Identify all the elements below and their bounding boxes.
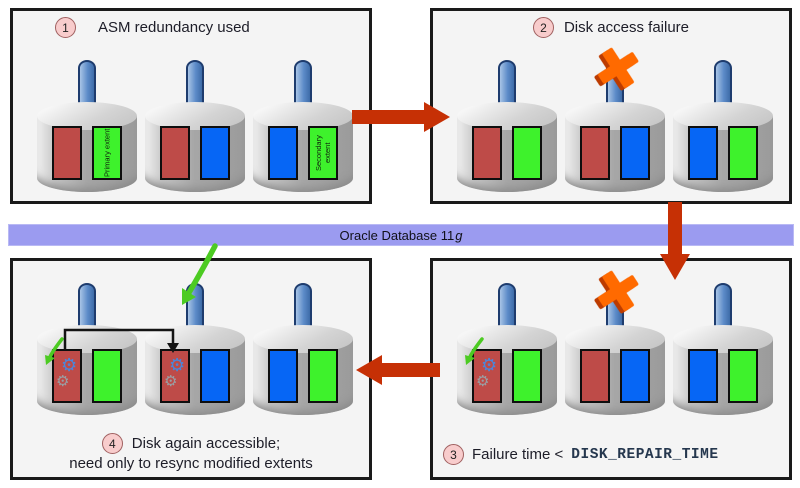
flow-arrow-2-to-3: [660, 202, 690, 280]
step-2-badge: 2: [532, 17, 554, 38]
extent-row: [457, 126, 557, 180]
panel-1-title: ASM redundancy used: [98, 19, 250, 36]
banner-label: Oracle Database 11: [339, 227, 455, 243]
panel-2-title: Disk access failure: [563, 19, 690, 36]
disk-row: [433, 11, 789, 201]
disk-cylinder: [673, 283, 773, 423]
disk-cylinder: Secondary extent: [253, 60, 353, 200]
disk-cylinder: ⚙⚙: [145, 283, 245, 423]
panel-4-caption-line2: need only to resync modified extents: [69, 455, 313, 472]
disk-cylinder: [565, 270, 665, 423]
step-4-badge: 4: [101, 433, 123, 454]
disk-cylinder: ⚙⚙: [37, 283, 137, 423]
disk-top-face: [565, 325, 665, 353]
extent-row: ⚙⚙: [145, 349, 245, 403]
disk-top-face: [457, 102, 557, 130]
panel-asm-redundancy: 1 ASM redundancy used Primary extent Seco…: [10, 8, 372, 204]
panel-3-caption: 3 Failure time < DISK_REPAIR_TIME: [443, 444, 719, 465]
disk-row: ⚙⚙: [433, 261, 789, 477]
flow-arrow-3-to-4: [356, 355, 440, 385]
extent-red: ⚙⚙: [160, 349, 190, 403]
disk-top-face: [145, 102, 245, 130]
panel-disk-access-failure: 2 Disk access failure: [430, 8, 792, 204]
panel-3-title: Failure time <: [472, 446, 564, 463]
extent-red: ⚙⚙: [45, 337, 82, 403]
extent-blue: [268, 126, 298, 180]
extent-blue: [620, 349, 650, 403]
disk-cylinder: [565, 47, 665, 200]
panel-4-caption-line1: 4 Disk again accessible;: [101, 433, 281, 454]
disk-cylinder: ⚙⚙: [457, 283, 557, 423]
disk-top-face: [565, 102, 665, 130]
extent-row: [673, 126, 773, 180]
disk-cylinder: [673, 60, 773, 200]
gear-icon: ⚙: [476, 373, 490, 390]
gear-icon: ⚙: [481, 355, 498, 375]
banner-label-italic: g: [455, 227, 463, 243]
extent-green: Primary extent: [92, 126, 122, 180]
extent-row: ⚙⚙: [37, 337, 137, 403]
disk-cylinder: Primary extent: [37, 60, 137, 200]
extent-row: [565, 126, 665, 180]
disk-top-face: [673, 102, 773, 130]
panel-4-caption: 4 Disk again accessible; need only to re…: [13, 433, 369, 472]
extent-red: [580, 349, 610, 403]
extent-red: ⚙⚙: [465, 337, 502, 403]
failure-x-icon: [594, 44, 641, 91]
extent-row: [145, 126, 245, 180]
flow-arrow-1-to-2: [352, 102, 450, 132]
step-1-badge: 1: [55, 17, 76, 38]
disk-top-face: [253, 325, 353, 353]
extent-label: Primary extent: [102, 128, 112, 178]
panel-disk-again-accessible: ⚙⚙⚙⚙ 4 Disk again accessible; need only …: [10, 258, 372, 480]
disk-cylinder: [145, 60, 245, 200]
extent-row: Primary extent: [37, 126, 137, 180]
disk-repair-time-parameter: DISK_REPAIR_TIME: [571, 446, 719, 463]
panel-failure-time: ⚙⚙ 3 Failure time < DISK_REPAIR_TIME: [430, 258, 792, 480]
gear-icon: ⚙: [164, 373, 178, 390]
extent-green: [92, 349, 122, 403]
extent-green: [512, 349, 542, 403]
step-3-badge: 3: [443, 444, 464, 465]
disk-top-face: [253, 102, 353, 130]
extent-blue: [688, 126, 718, 180]
extent-blue: [200, 349, 230, 403]
disk-top-face: [673, 325, 773, 353]
disk-row: Primary extent Secondary extent: [13, 11, 369, 201]
disk-row: ⚙⚙⚙⚙: [13, 261, 369, 477]
extent-label: Secondary extent: [314, 135, 332, 171]
extent-blue: [688, 349, 718, 403]
extent-green: [728, 126, 758, 180]
gear-icon: ⚙: [61, 355, 78, 375]
disk-cylinder: [253, 283, 353, 423]
extent-red: [52, 126, 82, 180]
extent-row: ⚙⚙: [457, 337, 557, 403]
extent-red: [580, 126, 610, 180]
extent-green: [308, 349, 338, 403]
resync-arrow-icon: [45, 337, 64, 365]
extent-green: [728, 349, 758, 403]
extent-blue: [620, 126, 650, 180]
extent-row: [565, 349, 665, 403]
extent-blue: [200, 126, 230, 180]
panel-1-caption: 1 ASM redundancy used: [55, 17, 250, 38]
extent-row: [673, 349, 773, 403]
gear-icon: ⚙: [169, 355, 186, 375]
extent-row: [253, 349, 353, 403]
resync-arrow-icon: [465, 337, 484, 365]
panel-2-caption: 2 Disk access failure: [433, 17, 789, 38]
extent-red: [160, 126, 190, 180]
disk-cylinder: [457, 60, 557, 200]
extent-green: Secondary extent: [308, 126, 338, 180]
gear-icon: ⚙: [56, 373, 70, 390]
extent-blue: [268, 349, 298, 403]
disk-top-face: [37, 102, 137, 130]
panel-4-title: Disk again accessible;: [131, 435, 281, 452]
failure-x-icon: [594, 267, 641, 314]
extent-red: [472, 126, 502, 180]
extent-row: Secondary extent: [253, 126, 353, 180]
extent-green: [512, 126, 542, 180]
